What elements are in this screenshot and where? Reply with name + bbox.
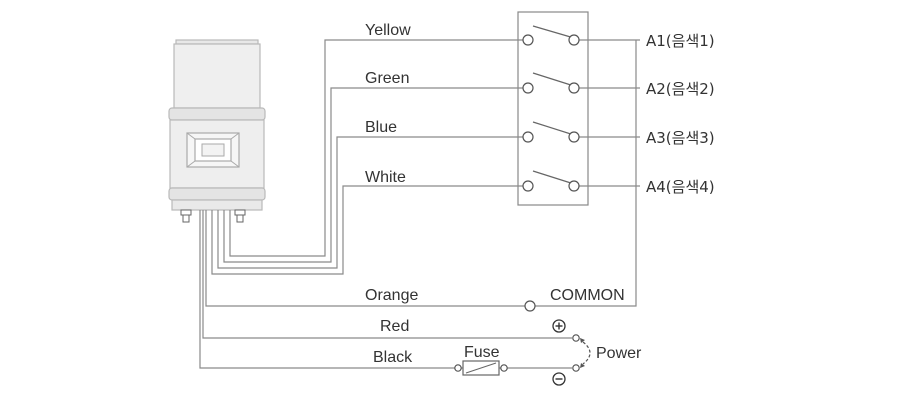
switch-4-input-terminal (522, 180, 534, 192)
common-return-wire (535, 40, 637, 307)
switch-2-input-terminal (522, 82, 534, 94)
device-upper-band (168, 107, 266, 121)
switch-4-blade (532, 170, 575, 185)
label-output-a3: A3(음색3) (646, 129, 715, 147)
common-terminal (524, 300, 536, 312)
plus-icon (552, 319, 566, 333)
switch-1-input-terminal (522, 34, 534, 46)
fuse-element (465, 362, 497, 374)
label-fuse: Fuse (464, 344, 500, 361)
red-wire (202, 210, 572, 339)
label-green-wire: Green (365, 70, 409, 87)
switch-2-output-terminal (568, 82, 580, 94)
device-lower-band (168, 187, 266, 201)
mounting-screw-right-icon (234, 209, 246, 223)
switch-2 (522, 72, 580, 94)
fuse-left-terminal (454, 364, 462, 372)
label-red-wire: Red (380, 318, 409, 335)
label-output-a1: A1(음색1) (646, 32, 715, 50)
switch-3-blade (532, 121, 575, 136)
device-top-body (173, 43, 261, 109)
label-yellow-wire: Yellow (365, 22, 411, 39)
switch-3-output-terminal (568, 131, 580, 143)
switch-2-blade (532, 72, 575, 87)
label-output-a2: A2(음색2) (646, 80, 715, 98)
white-wire (211, 185, 528, 275)
label-output-a4: A4(음색4) (646, 178, 715, 196)
mounting-screw-left-icon (180, 209, 192, 223)
fuse-right-terminal (500, 364, 508, 372)
power-positive-terminal (572, 334, 580, 342)
switch-1-output-terminal (568, 34, 580, 46)
power-arc-icon (580, 338, 591, 368)
black-wire (199, 210, 463, 369)
minus-icon (552, 372, 566, 386)
switch-4-output-terminal (568, 180, 580, 192)
switch-1-blade (532, 25, 575, 39)
switch-4 (522, 170, 580, 192)
blue-wire (217, 136, 528, 269)
switch-3-input-terminal (522, 131, 534, 143)
label-orange-wire: Orange (365, 287, 418, 304)
label-power: Power (596, 345, 642, 362)
yellow-wire (229, 39, 528, 257)
device-base (171, 199, 263, 211)
switch-1 (522, 25, 580, 46)
orange-wire (205, 210, 525, 307)
label-black-wire: Black (373, 349, 413, 366)
label-blue-wire: Blue (365, 119, 397, 136)
label-common: COMMON (550, 287, 625, 304)
signal-device (168, 39, 266, 223)
switch-3 (522, 121, 580, 143)
speaker-window-icon (186, 132, 240, 168)
power-negative-terminal (572, 364, 580, 372)
fuse (454, 360, 508, 376)
label-white-wire: White (365, 169, 406, 186)
green-wire (223, 87, 528, 263)
